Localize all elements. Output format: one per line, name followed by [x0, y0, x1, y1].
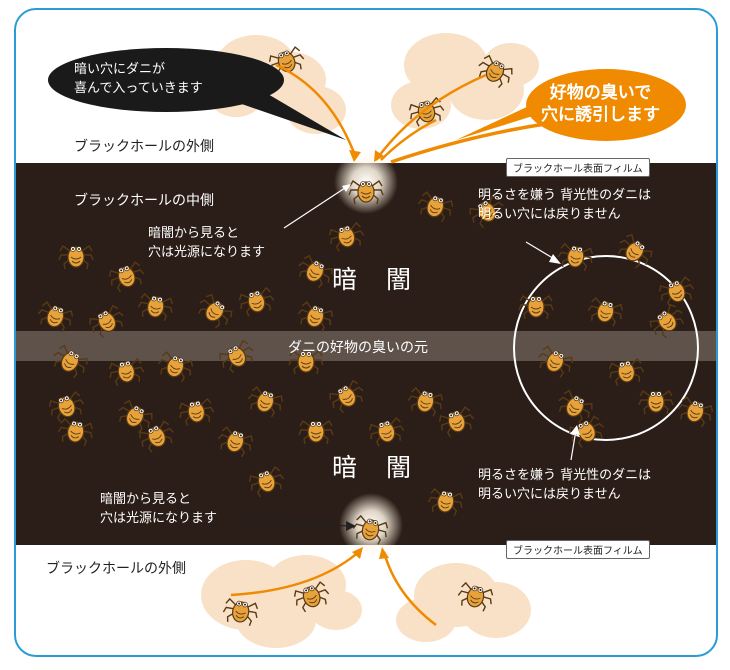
photophobic-top-line-1: 明るさを嫌う 背光性のダニは	[478, 188, 652, 203]
bubble-line-1: 暗い穴にダニが	[74, 62, 166, 77]
attraction-arrows-bottom	[230, 549, 437, 626]
orange-callout	[456, 69, 686, 141]
orange-callout-text: 好物の臭いで 穴に誘引します	[541, 82, 660, 126]
darkness-label-bottom: 暗 闇	[332, 453, 414, 482]
darkness-label-top: 暗 闇	[332, 265, 414, 294]
middle-label: ブラックホールの中側	[74, 193, 214, 209]
photophobic-note-bottom: 明るさを嫌う 背光性のダニは 明るい穴には戻りません	[478, 466, 651, 504]
light-source-note-top: 暗闇から見ると 穴は光源になります	[148, 224, 265, 262]
attractant-band	[16, 331, 716, 361]
diagram-artwork	[16, 33, 716, 648]
orange-callout-line-1: 好物の臭いで	[549, 83, 652, 103]
outside-bottom-label: ブラックホールの外側	[46, 561, 186, 577]
attractant-band-label: ダニの好物の臭いの元	[288, 340, 428, 356]
light-source-bottom-line-1: 暗闇から見ると	[100, 492, 192, 507]
photophobic-note-top: 明るさを嫌う 背光性のダニは 明るい穴には戻りません	[478, 186, 651, 224]
photophobic-bottom-line-1: 明るさを嫌う 背光性のダニは	[478, 468, 652, 483]
film-label-top: ブラックホール表面フィルム	[506, 158, 650, 177]
photophobic-top-line-2: 明るい穴には戻りません	[478, 207, 621, 222]
light-source-bottom-line-2: 穴は光源になります	[100, 511, 218, 526]
light-source-note-bottom: 暗闇から見ると 穴は光源になります	[100, 490, 217, 528]
speech-bubble	[48, 48, 346, 140]
photophobic-bottom-line-2: 明るい穴には戻りません	[478, 487, 621, 502]
diagram-frame: 暗い穴にダニが 喜んで入っていきます 好物の臭いで 穴に誘引します ブラックホー…	[14, 8, 718, 657]
bubble-text: 暗い穴にダニが 喜んで入っていきます	[74, 60, 203, 98]
photophobic-highlight-circle	[513, 255, 699, 441]
outside-top-label: ブラックホールの外側	[74, 139, 214, 155]
bubble-line-2: 喜んで入っていきます	[74, 81, 203, 96]
orange-callout-line-2: 穴に誘引します	[541, 105, 660, 125]
light-source-top-line-1: 暗闇から見ると	[148, 226, 240, 241]
light-source-top-line-2: 穴は光源になります	[148, 245, 266, 260]
film-label-bottom: ブラックホール表面フィルム	[506, 540, 650, 559]
